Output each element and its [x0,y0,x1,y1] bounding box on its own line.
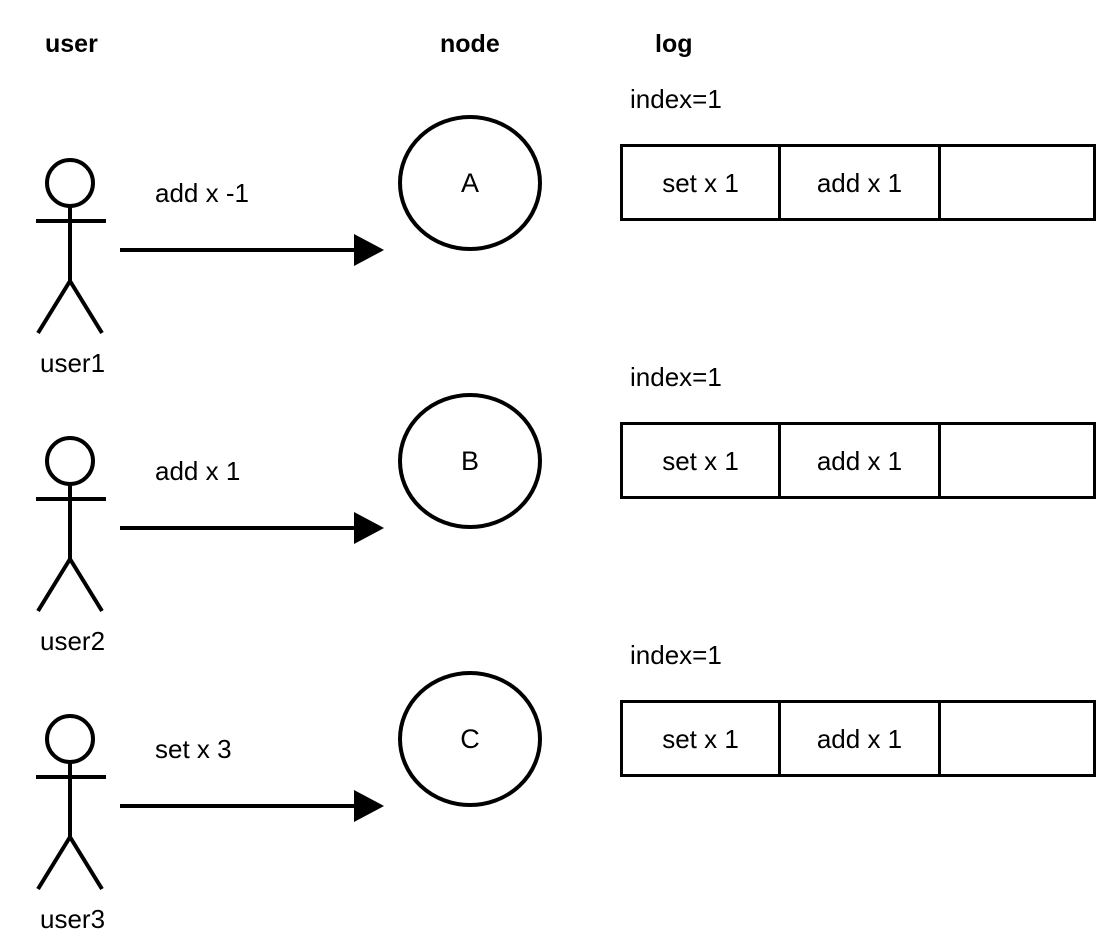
circle-node-icon [396,670,544,813]
log-table: set x 1 add x 1 [620,422,1096,499]
actor-label: user2 [40,626,106,656]
arrow-right-icon [110,486,385,561]
log-entry-cell: set x 1 [623,703,781,774]
log-entry-cell: add x 1 [781,147,941,218]
log-index-label: index=1 [630,84,722,114]
diagram-row: user3 set x 3 C index=1 set x 1 add x 1 [0,614,1118,932]
log-entry-cell: add x 1 [781,703,941,774]
log-table: set x 1 add x 1 [620,700,1096,777]
message-label: add x -1 [155,178,249,208]
message-label: add x 1 [155,456,241,486]
column-header-user: user [45,30,98,58]
diagram-row: user2 add x 1 B index=1 set x 1 add x 1 [0,336,1118,654]
stick-figure-icon [28,153,148,348]
node-label: A [460,167,479,198]
circle-node-icon [396,114,544,257]
log-entry-cell: add x 1 [781,425,941,496]
log-table: set x 1 add x 1 [620,144,1096,221]
arrow-right-icon [110,764,385,839]
log-entry-cell-empty [941,703,1093,774]
column-header-log: log [655,30,693,58]
log-entry-cell: set x 1 [623,425,781,496]
node-label: B [460,445,479,476]
stick-figure-icon [28,431,148,626]
log-entry-cell-empty [941,425,1093,496]
log-index-label: index=1 [630,640,722,670]
log-entry-cell-empty [941,147,1093,218]
log-entry-cell: set x 1 [623,147,781,218]
node-label: C [460,723,480,754]
diagram-row: user1 add x -1 A index=1 set x 1 add x 1 [0,58,1118,376]
actor-label: user1 [40,348,106,378]
actor-label: user3 [40,904,106,934]
stick-figure-icon [28,709,148,904]
column-header-node: node [440,30,500,58]
arrow-right-icon [110,208,385,283]
log-index-label: index=1 [630,362,722,392]
circle-node-icon [396,392,544,535]
message-label: set x 3 [155,734,232,764]
